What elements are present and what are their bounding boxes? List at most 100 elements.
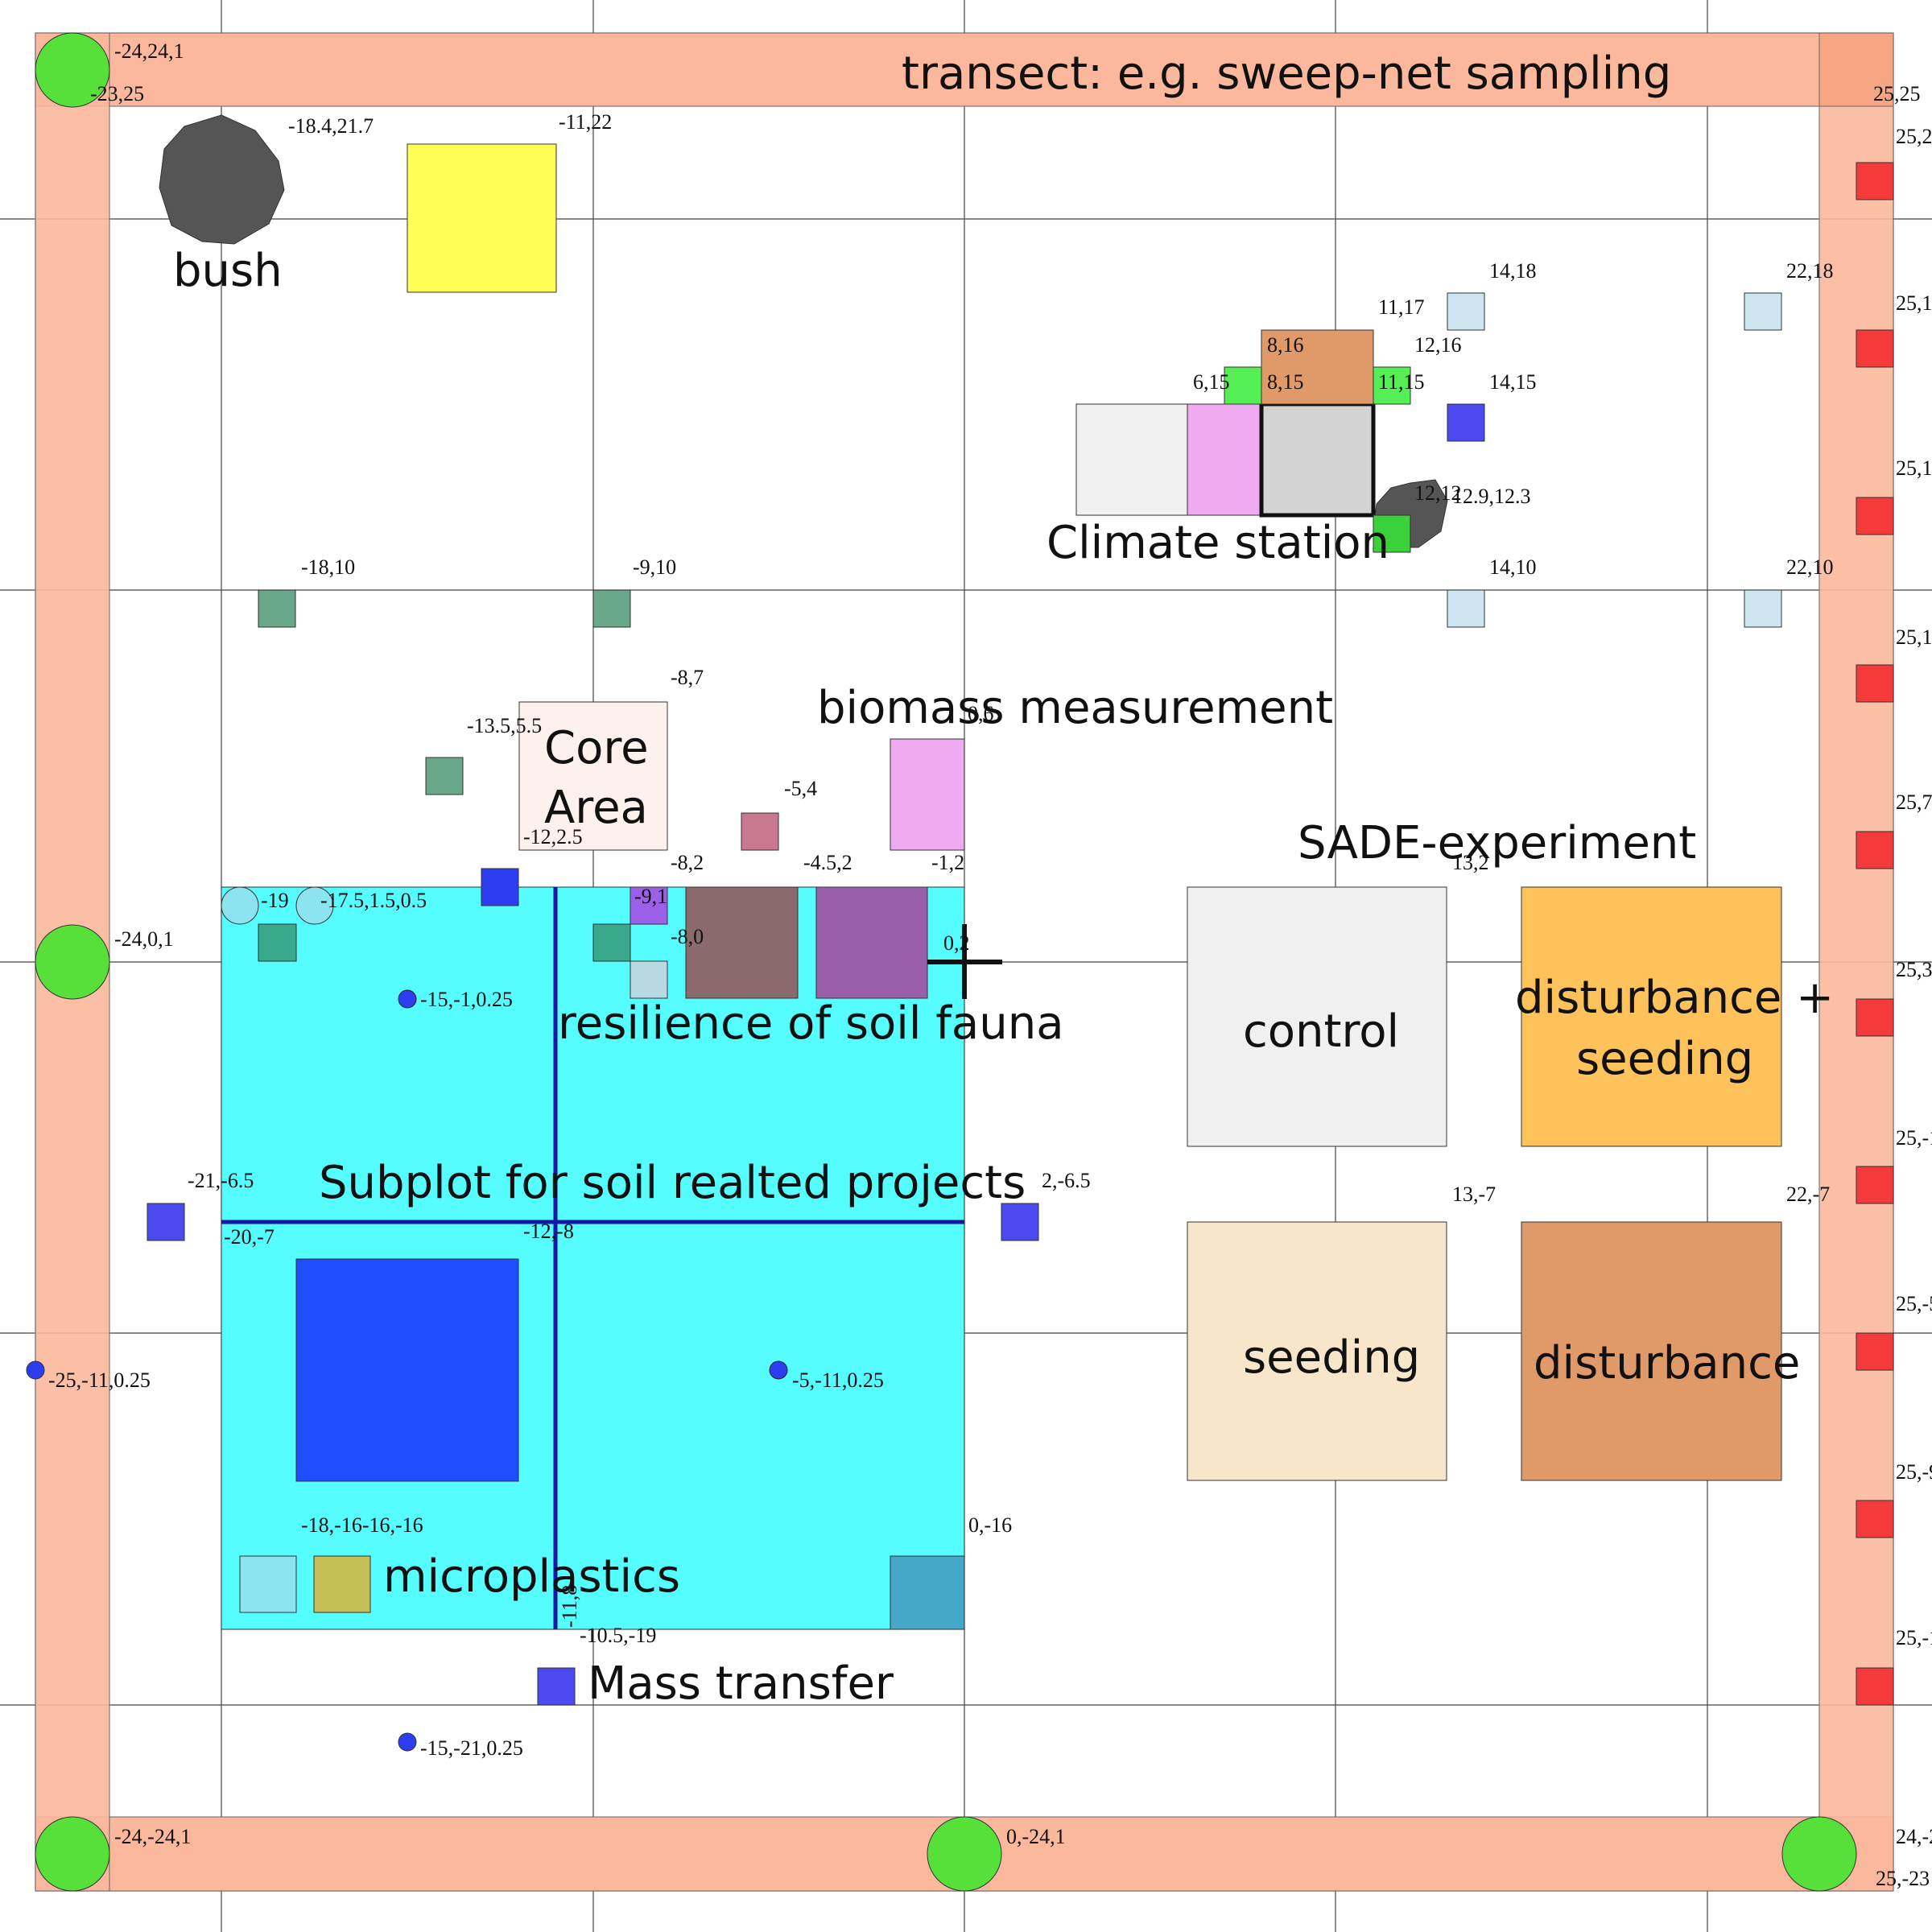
bush-shape (159, 114, 285, 245)
microplastics-label: microplastics (383, 1550, 680, 1603)
markers (26, 32, 1894, 1892)
coord-label: 25,15 (1896, 456, 1932, 480)
green-corner-mid-left (35, 924, 110, 1000)
coord-label: 14,15 (1489, 370, 1537, 394)
blue-marker-right (1001, 1203, 1039, 1241)
green-corner-bottom-right (1781, 1816, 1857, 1892)
subplot-label: Subplot for soil realted projects (319, 1157, 1026, 1209)
coord-label: 22,10 (1786, 555, 1834, 579)
climate-plot-1 (1075, 403, 1188, 516)
coord-label: 22,-7 (1786, 1183, 1830, 1206)
coord-label: 11,17 (1378, 295, 1425, 319)
coord-label: -5,4 (784, 777, 817, 800)
coord-label: -5,-11,0.25 (792, 1368, 884, 1392)
climate-station-box (1259, 402, 1376, 518)
red-marker-2 (1856, 329, 1894, 368)
red-marker-5 (1856, 831, 1894, 869)
corner-plot (890, 1555, 965, 1630)
biomass-label: biomass measurement (817, 682, 1333, 734)
coord-label: -15,-21,0.25 (420, 1736, 523, 1760)
green-marker-m13 (425, 757, 464, 795)
resilience-plot-3 (630, 960, 668, 999)
red-marker-4 (1856, 664, 1894, 703)
sample-point-2 (769, 1360, 788, 1380)
sade-disturbance-plot (1521, 1221, 1782, 1481)
climate-station-label: Climate station (1046, 517, 1389, 569)
coord-label: -8,2 (671, 851, 704, 874)
sample-point-1 (398, 989, 417, 1009)
coord-label: -10.5,-19 (580, 1624, 656, 1647)
coord-label: 25,7 (1896, 791, 1932, 814)
coord-label: 8,15 (1267, 370, 1304, 394)
coord-label: 0,-24,1 (1006, 1825, 1066, 1848)
coord-label: -20,-7 (224, 1225, 275, 1249)
coord-label: -12,-8 (523, 1220, 574, 1243)
coord-label: -11,22 (559, 110, 612, 134)
disturbance-label: disturbance (1534, 1337, 1800, 1389)
coord-label: 24,-24,1 (1896, 1825, 1932, 1848)
green-corner-bottom-left (35, 1816, 110, 1892)
coord-label: 25,-9 (1896, 1460, 1932, 1484)
sample-point-4 (26, 1360, 45, 1380)
microplastics-plot-2 (313, 1555, 371, 1613)
blue-marker-left (147, 1203, 185, 1241)
coord-label: -24,-24,1 (114, 1825, 191, 1848)
core-area-label-2: Area (544, 782, 648, 834)
coord-label: 6,15 (1193, 370, 1230, 394)
sample-point-3 (398, 1732, 417, 1752)
coord-label: 25,-5 (1896, 1292, 1932, 1315)
disturbance-seeding-label-2: seeding (1576, 1033, 1753, 1085)
coord-label: -18.4,21.7 (288, 114, 374, 138)
bush-label: bush (173, 245, 283, 297)
coord-label: -8,7 (671, 666, 704, 689)
coord-label: -8,0 (671, 925, 704, 948)
coordinate-labels: -24,24,1 -23,25 25,25 -18.4,21.7 -11,22 … (48, 39, 1932, 1890)
resilience-label: resilience of soil fauna (558, 997, 1064, 1050)
green-corner-top-left (35, 32, 110, 108)
coord-label: 25,19 (1896, 291, 1932, 315)
coord-label: 14,10 (1489, 555, 1537, 579)
light-marker-22-18 (1744, 292, 1782, 331)
coord-label: 0,2 (943, 931, 970, 955)
control-label: control (1243, 1005, 1399, 1058)
coord-label: -19 (261, 889, 289, 912)
coord-label: -4.5,2 (803, 851, 852, 874)
resilience-plot-4 (630, 886, 668, 925)
coord-label: -9,1 (634, 885, 667, 908)
mass-transfer-label: Mass transfer (588, 1657, 894, 1710)
climate-plot-top (1261, 329, 1374, 405)
coord-label: -9,10 (633, 555, 676, 579)
coord-label: 25,-23 (1876, 1867, 1930, 1890)
coord-label: 11,15 (1378, 370, 1425, 394)
coord-label: 25,25 (1873, 82, 1921, 105)
coord-label: -11,8 (558, 1585, 581, 1628)
blue-marker-14-15 (1447, 403, 1485, 442)
area-labels: transect: e.g. sweep-net sampling bush C… (173, 47, 1834, 1710)
green-corner-bottom-mid (927, 1816, 1002, 1892)
sade-disturbance-seeding-plot (1521, 886, 1782, 1147)
coord-label: 25,23 (1896, 125, 1932, 148)
coord-label: -24,0,1 (114, 927, 174, 951)
coord-label: 0,-16 (968, 1513, 1012, 1537)
coord-label: -25,-11,0.25 (48, 1368, 151, 1392)
coord-label: 25,-13 (1896, 1626, 1932, 1649)
red-marker-1 (1856, 162, 1894, 200)
coord-label: 22,18 (1786, 259, 1834, 283)
coord-label: -15,-1,0.25 (420, 988, 513, 1011)
coord-label: 25,11 (1896, 625, 1932, 649)
coord-label: -13.5,5.5 (467, 714, 542, 737)
seeding-label: seeding (1243, 1331, 1420, 1384)
coord-label: 13,2 (1452, 851, 1489, 874)
green-marker-m9 (592, 589, 631, 628)
coord-label: 12,16 (1414, 333, 1462, 357)
coord-label: -18,10 (301, 555, 355, 579)
coord-label: -24,24,1 (114, 39, 184, 63)
sade-control-plot (1187, 886, 1447, 1147)
biomass-plot (890, 738, 965, 851)
coord-label: 2,-6.5 (1042, 1169, 1091, 1192)
coord-label: 12,12 (1414, 481, 1462, 505)
transect-label: transect: e.g. sweep-net sampling (902, 47, 1671, 100)
light-marker-22-10 (1744, 589, 1782, 628)
coord-label: -12,2.5 (523, 825, 583, 848)
red-marker-9 (1856, 1500, 1894, 1538)
